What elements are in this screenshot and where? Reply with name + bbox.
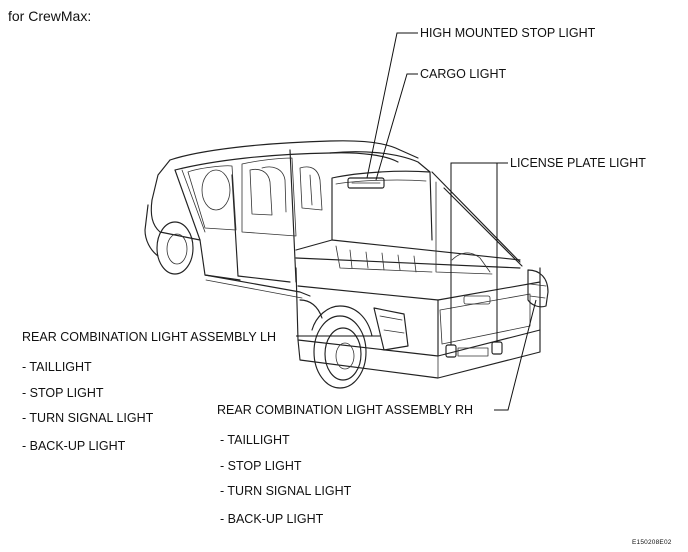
callout-rear-combination-rh: REAR COMBINATION LIGHT ASSEMBLY RH [217,403,474,417]
figure-id: E150208E02 [632,539,672,546]
truck-illustration [144,140,549,389]
rh-item-back-up-light: - BACK-UP LIGHT [220,512,324,526]
rh-item-turn-signal-light: - TURN SIGNAL LIGHT [220,484,352,498]
callout-cargo-light: CARGO LIGHT [420,67,507,81]
lh-item-turn-signal-light: - TURN SIGNAL LIGHT [22,411,154,425]
callout-rear-combination-lh: REAR COMBINATION LIGHT ASSEMBLY LH [22,330,276,344]
rh-item-stop-light: - STOP LIGHT [220,459,302,473]
leader-lines [296,32,537,411]
lh-item-back-up-light: - BACK-UP LIGHT [22,439,126,453]
callout-license-plate-light: LICENSE PLATE LIGHT [510,156,646,170]
rh-item-taillight: - TAILLIGHT [220,433,290,447]
lh-item-stop-light: - STOP LIGHT [22,386,104,400]
lh-item-taillight: - TAILLIGHT [22,360,92,374]
page-heading: for CrewMax: [8,8,92,24]
callout-high-mounted-stop-light: HIGH MOUNTED STOP LIGHT [420,26,596,40]
